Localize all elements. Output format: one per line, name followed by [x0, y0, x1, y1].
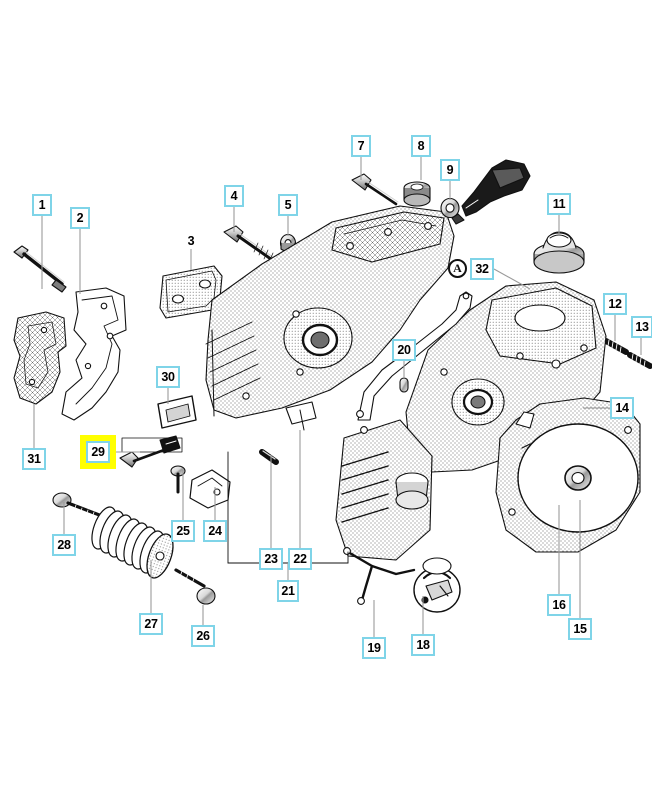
callout-label-5[interactable]: 5 — [278, 194, 298, 216]
callout-label-21[interactable]: 21 — [277, 580, 299, 602]
callout-label-26[interactable]: 26 — [191, 625, 215, 647]
part-15-16-fan-cover — [495, 397, 641, 553]
part-8-grommet — [403, 181, 431, 207]
part-7-bolt — [351, 173, 399, 206]
callout-label-18[interactable]: 18 — [411, 634, 435, 656]
part-6-crankcase-upper — [205, 205, 455, 425]
callout-label-4[interactable]: 4 — [224, 185, 244, 207]
callout-label-29[interactable]: 29 — [86, 441, 110, 463]
callout-label-27[interactable]: 27 — [139, 613, 163, 635]
bracket-21-bus — [227, 451, 349, 564]
callout-label-1[interactable]: 1 — [32, 194, 52, 216]
callout-label-3[interactable]: 3 — [187, 233, 195, 248]
part-24-angle-bracket — [189, 469, 231, 509]
callout-leader-lines — [33, 157, 642, 637]
callout-label-20[interactable]: 20 — [392, 339, 416, 361]
callout-label-31[interactable]: 31 — [22, 448, 46, 470]
callout-label-9[interactable]: 9 — [440, 159, 460, 181]
callout-label-7[interactable]: 7 — [351, 135, 371, 157]
callout-label-22[interactable]: 22 — [288, 548, 312, 570]
callout-label-2[interactable]: 2 — [70, 207, 90, 229]
section-marker-a: A — [448, 259, 467, 278]
callout-label-24[interactable]: 24 — [203, 520, 227, 542]
part-25-bolt — [170, 465, 186, 494]
callout-label-25[interactable]: 25 — [171, 520, 195, 542]
callout-label-23[interactable]: 23 — [259, 548, 283, 570]
part-26-bolt — [174, 568, 216, 605]
callout-label-28[interactable]: 28 — [52, 534, 76, 556]
callout-label-11[interactable]: 11 — [547, 193, 571, 215]
callout-label-8[interactable]: 8 — [411, 135, 431, 157]
part-20-pin — [399, 377, 409, 393]
part-30-plug — [157, 395, 197, 429]
leader-line-32 — [493, 268, 531, 290]
part-19-link-rod — [343, 547, 416, 605]
part-28-bolt — [52, 492, 104, 519]
callout-label-14[interactable]: 14 — [610, 397, 634, 419]
callout-label-32[interactable]: 32 — [470, 258, 494, 280]
callout-label-15[interactable]: 15 — [568, 618, 592, 640]
part-14-crankcase-right — [335, 281, 607, 561]
part-29-screw-clip — [119, 435, 183, 468]
part-12-spring-pin — [603, 338, 629, 355]
part-27-spring — [91, 506, 174, 579]
callout-label-19[interactable]: 19 — [362, 637, 386, 659]
callout-label-12[interactable]: 12 — [603, 293, 627, 315]
part-31-heat-shield — [13, 311, 67, 405]
part-22-bar — [299, 409, 305, 431]
part-10-handle — [451, 159, 531, 225]
part-2-shroud-plate — [61, 287, 127, 421]
part-13-spring-pin — [627, 352, 652, 369]
part-11-boot — [533, 231, 585, 274]
part-23-dowel — [259, 449, 279, 465]
part-18-cap — [413, 557, 461, 613]
callout-label-16[interactable]: 16 — [547, 594, 571, 616]
callout-label-13[interactable]: 13 — [631, 316, 652, 338]
callout-label-30[interactable]: 30 — [156, 366, 180, 388]
part-1-bolt — [13, 245, 67, 293]
